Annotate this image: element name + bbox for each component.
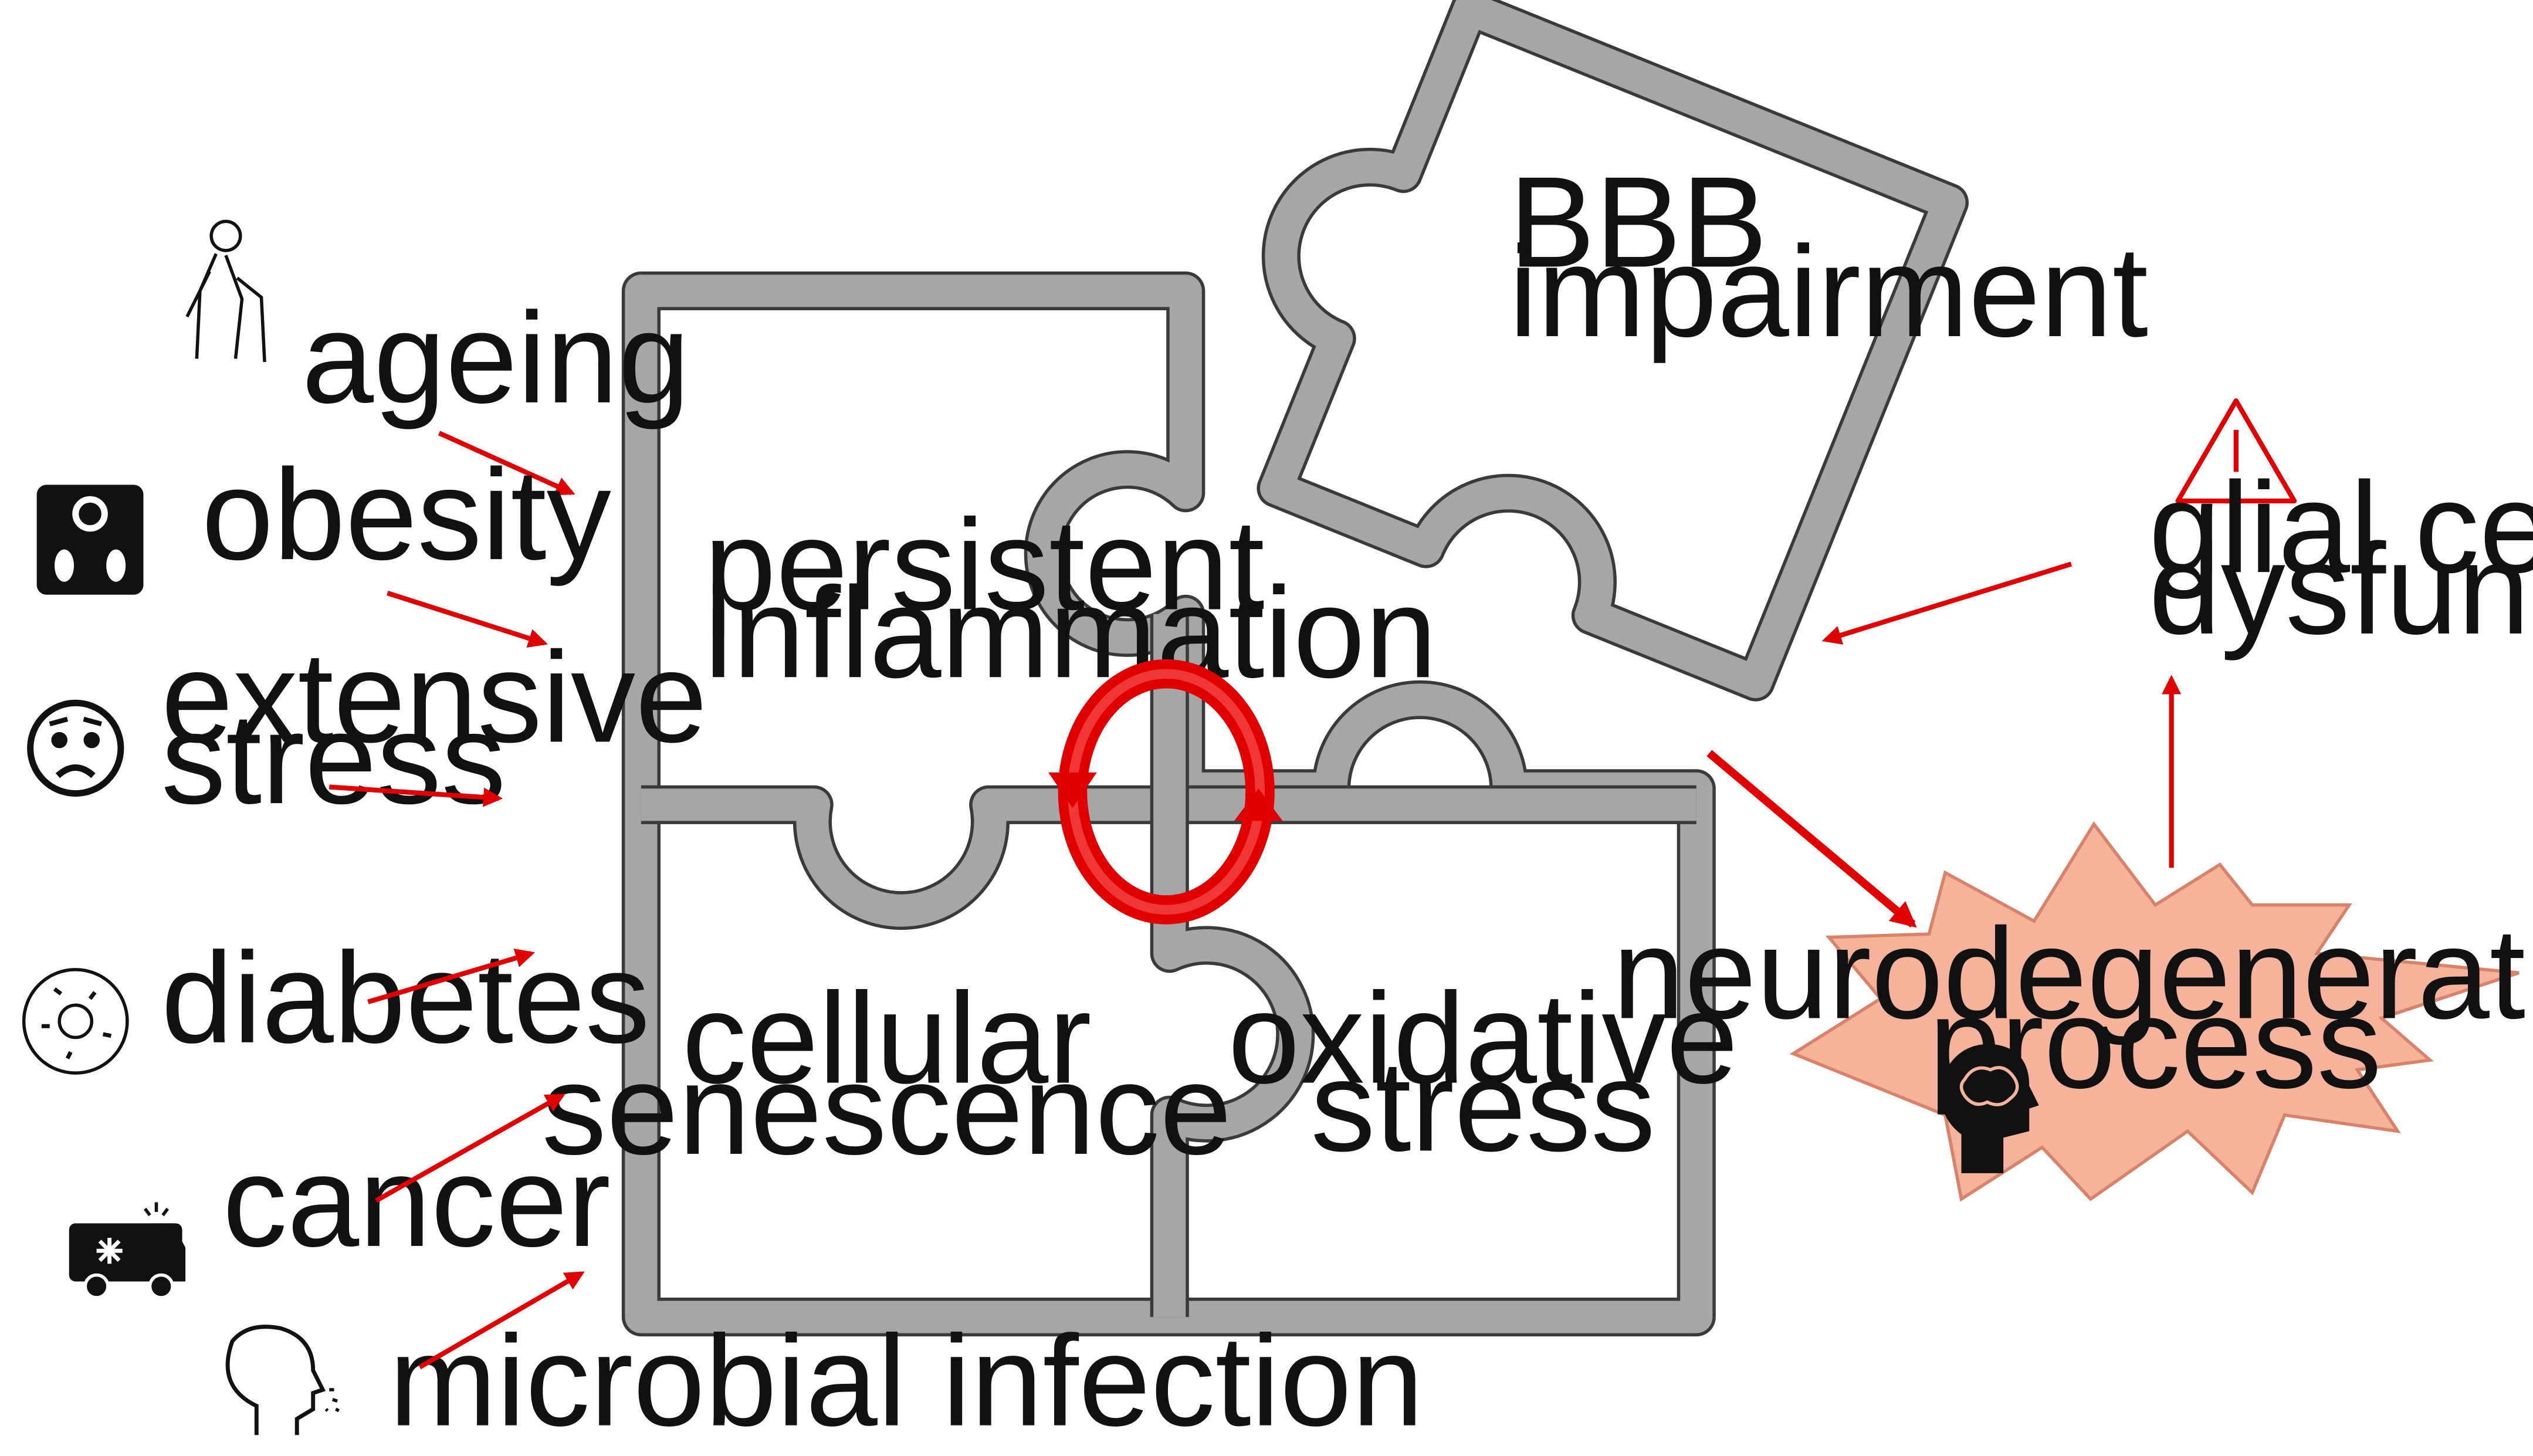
piece-label-stress: stress <box>1310 1034 1655 1178</box>
brain-head-icon <box>1941 1044 2039 1173</box>
worried-face-icon <box>27 699 124 797</box>
risk-label-ageing: ageing <box>302 286 690 430</box>
puzzle-outline-outer-fill <box>625 275 1713 1333</box>
arrow-stress <box>329 784 503 807</box>
ambulance-icon <box>69 1202 186 1299</box>
donut-icon <box>22 968 129 1075</box>
risk-label-stress: stress <box>161 686 506 831</box>
elderly-person-icon <box>185 219 266 363</box>
arrow-microbial-infection <box>418 1271 585 1370</box>
arrow-glial-to-bbb <box>1821 561 2073 645</box>
piece-label-inflammation: inflammation <box>704 560 1437 705</box>
risk-label-extensive: extensive <box>161 625 707 769</box>
arrow-cancer <box>375 1093 565 1203</box>
piece-label-persistent: persistent <box>704 493 1264 637</box>
warning-triangle-icon <box>2175 398 2297 504</box>
risk-label-microbial-infection: microbial infection <box>389 1309 1424 1453</box>
piece-label-senescence: senescence <box>542 1037 1232 1181</box>
piece-label-bbb: BBB <box>1509 150 1767 294</box>
puzzle-assembly <box>621 0 1969 1337</box>
outcome-label-neurodegeneration: neurodegeneration <box>1613 901 2533 1045</box>
weighing-scale-icon <box>36 485 144 595</box>
feedback-label-glial: glial cells’ <box>2149 455 2533 600</box>
arrow-ageing <box>438 431 575 496</box>
piece-label-impairment: impairment <box>1509 219 2148 364</box>
vicious-cycle-arrow <box>1048 659 1283 925</box>
risk-label-diabetes: diabetes <box>161 926 650 1070</box>
piece-label-oxidative: oxidative <box>1228 966 1738 1110</box>
arrow-diabetes <box>367 948 535 1004</box>
arrow-puzzle-to-neurodegeneration <box>1706 750 1917 928</box>
risk-label-cancer: cancer <box>222 1129 610 1274</box>
arrow-obesity <box>387 591 548 648</box>
feedback-label-dysfunction: dysfunction <box>2149 517 2533 661</box>
risk-label-obesity: obesity <box>202 442 611 587</box>
piece-label-cellular: cellular <box>682 966 1092 1110</box>
sneezing-head-icon <box>225 1325 340 1435</box>
